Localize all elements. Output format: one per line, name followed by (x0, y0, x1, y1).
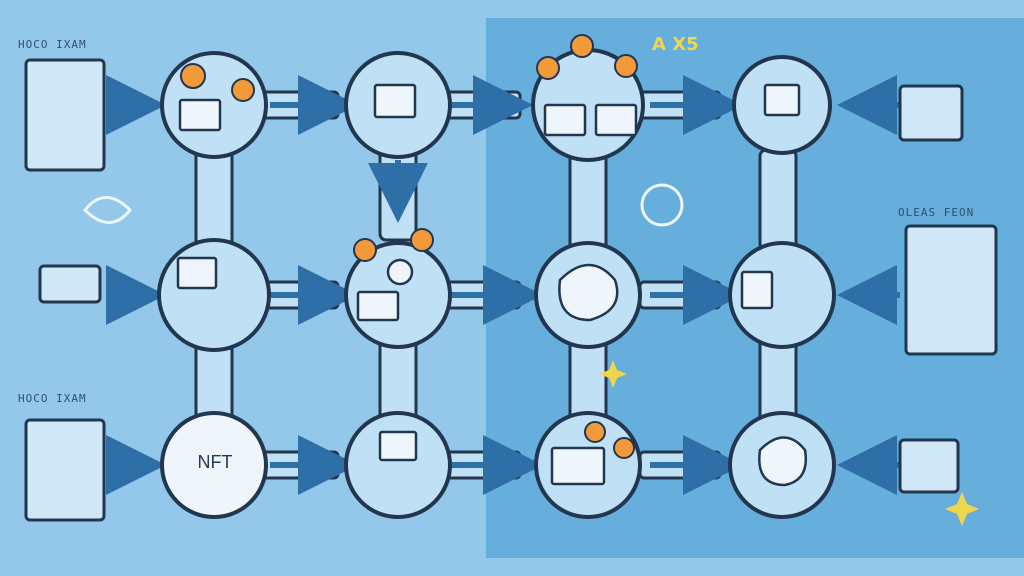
connector-c3-top (568, 148, 608, 252)
horizontal-connectors (256, 90, 722, 480)
desktop-cluster-icon (543, 103, 587, 137)
accent-bubble-icon (536, 56, 560, 80)
accent-bubble-icon (231, 78, 255, 102)
desktop-cluster-icon-2 (594, 103, 638, 137)
data-sphere-icon (758, 436, 808, 487)
accent-bubble-icon (614, 54, 638, 78)
card-right-top (898, 84, 964, 142)
node-globe-screen (157, 238, 271, 352)
cloud-server-icon (763, 83, 801, 117)
shield-emblem-icon (82, 196, 133, 224)
connector-c1-top (194, 148, 234, 252)
accent-bubble-icon (180, 63, 206, 89)
lightbulb-idea-icon (386, 258, 414, 286)
screen-chat-icon (178, 98, 222, 132)
computer-gear-icon (550, 446, 606, 486)
globe-screen-icon (176, 256, 218, 290)
accent-bubble-icon (570, 34, 594, 58)
accent-bubble-icon (584, 421, 606, 443)
node-nft-label: NFT (197, 452, 233, 472)
brand-mark: A X5 (652, 34, 699, 55)
node-icons (176, 83, 808, 487)
node-globe-doc (344, 411, 452, 519)
sparkle-icon (945, 492, 979, 526)
side-cards (24, 58, 998, 522)
label-top-left: HOCO IXAM (18, 38, 87, 51)
card-right-bottom (898, 438, 960, 494)
ring-emblem-icon (640, 183, 684, 227)
network-blob-icon (558, 263, 619, 322)
node-nft (160, 411, 268, 519)
card-left-bottom (24, 418, 106, 522)
label-bottom-left: HOCO IXAM (18, 392, 87, 405)
accent-bubble-icon (613, 437, 635, 459)
node-devices (728, 241, 836, 349)
sparkle-icon (599, 360, 627, 388)
card-left-top (24, 58, 106, 172)
connector-c4-top (758, 148, 798, 252)
accent-bubble-icon (410, 228, 434, 252)
flow-arrows (106, 75, 900, 495)
monitor-icon (373, 83, 417, 119)
card-right-mid (904, 224, 998, 356)
accent-bubble-icon (353, 238, 377, 262)
devices-icon (740, 270, 774, 310)
sparkles (599, 360, 979, 526)
lightbulb-screen-icon (356, 290, 400, 322)
label-right-mid: OLEAS FEON (898, 206, 975, 219)
globe-doc-icon (378, 430, 418, 462)
card-left-mid (38, 264, 102, 304)
